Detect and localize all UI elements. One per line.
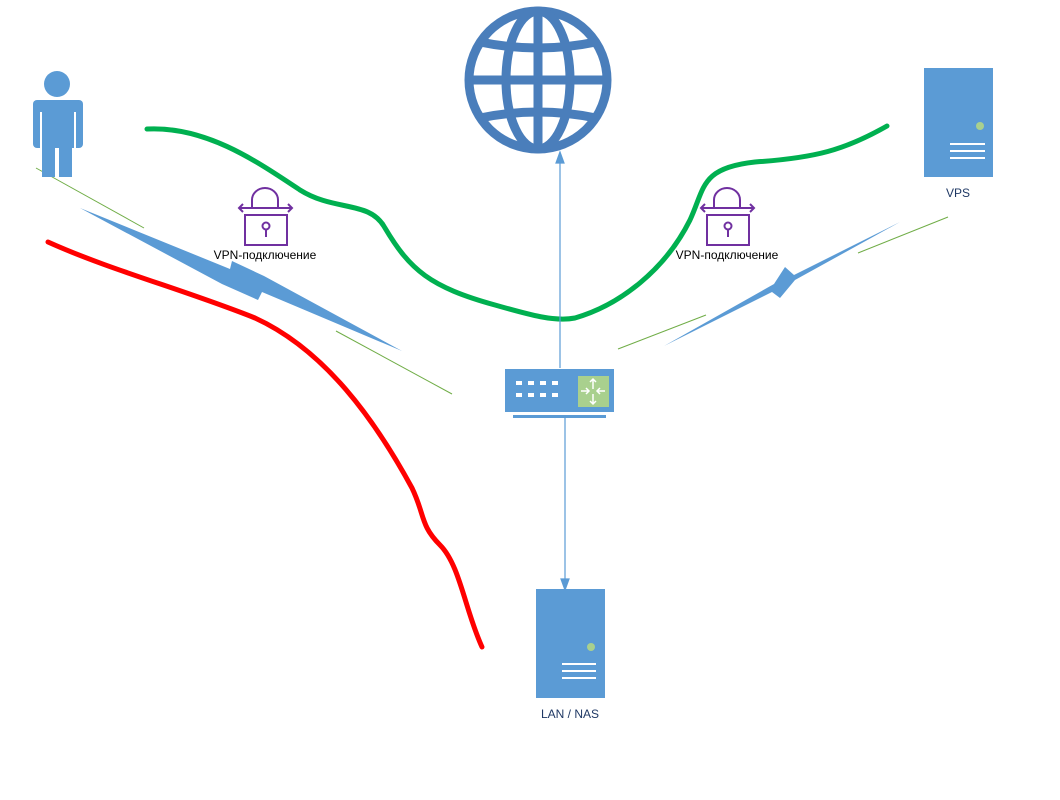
thin-line-user-2 <box>335 330 453 395</box>
vps-server-icon <box>924 68 993 177</box>
vpn-connection-left-label: VPN-подключение <box>214 248 317 262</box>
lan-nas-server-icon <box>536 589 605 698</box>
arrowhead-lan <box>560 578 570 592</box>
thin-green-lines <box>35 167 949 395</box>
vpn-link-right-bolt <box>664 222 900 346</box>
vps-label: VPS <box>946 186 970 200</box>
thin-line-vps-2 <box>857 216 949 254</box>
red-route-path <box>45 239 485 650</box>
router-ports <box>516 381 558 397</box>
vpn-link-left-bolt <box>80 208 402 351</box>
link-arrows <box>555 150 570 592</box>
arrowhead-internet <box>555 150 565 164</box>
internet-globe-icon <box>464 6 612 154</box>
green-route-path <box>144 123 890 322</box>
thin-line-vps-1 <box>617 314 707 350</box>
router-icon <box>505 369 614 418</box>
vpn-lock-right-icon <box>699 187 756 246</box>
vpn-connection-right-label: VPN-подключение <box>676 248 779 262</box>
user-icon <box>33 71 83 177</box>
lan-nas-label: LAN / NAS <box>541 707 599 721</box>
thin-line-user-1 <box>35 167 145 229</box>
router-arrows-icon <box>581 377 605 406</box>
vpn-lock-left-icon <box>237 187 294 246</box>
